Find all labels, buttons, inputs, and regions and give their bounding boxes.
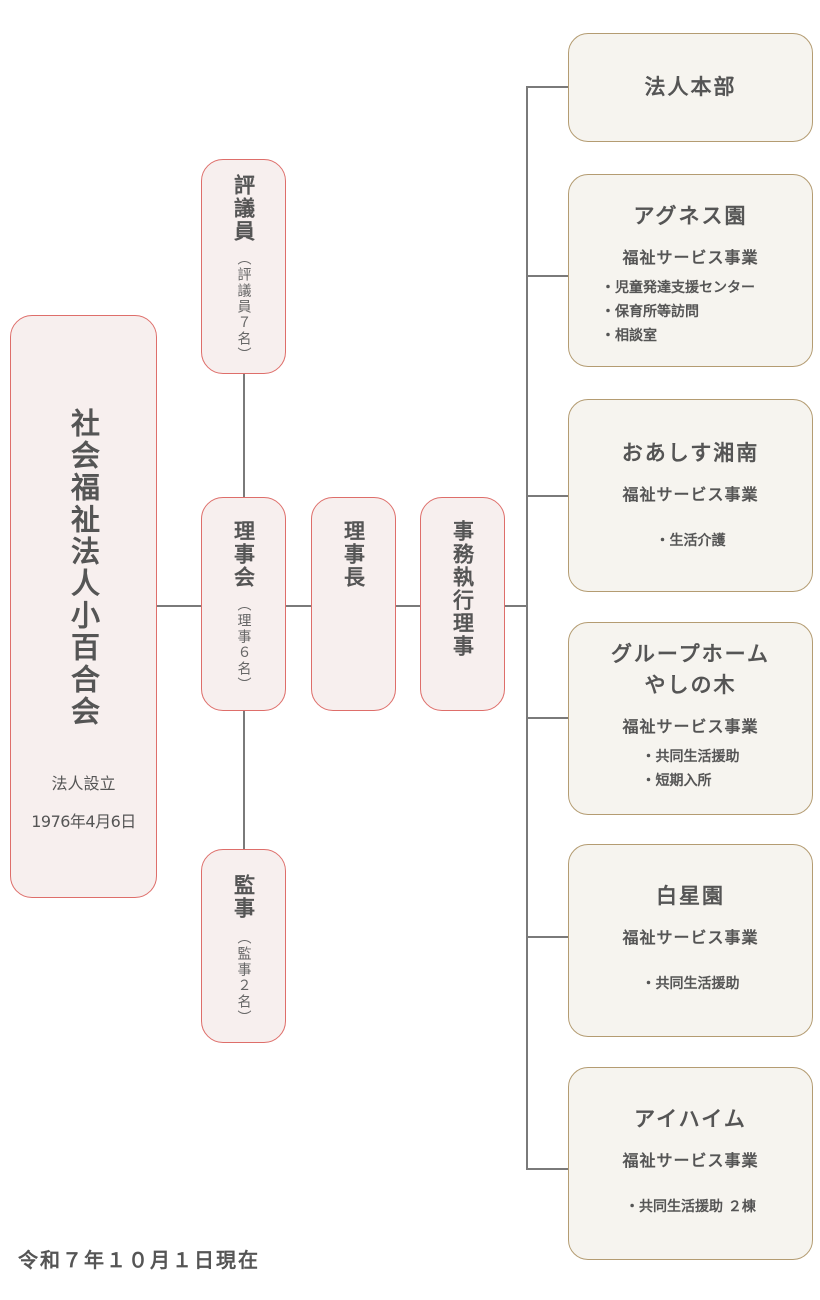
auditors-note: （監事２名） xyxy=(235,930,252,1026)
facility-category: 福祉サービス事業 xyxy=(622,928,759,947)
established-date: 1976年4月6日 xyxy=(31,812,136,831)
connector-branch-hq xyxy=(526,86,568,88)
connector-branch-aiheim xyxy=(526,1168,568,1170)
service-item: ・相談室 xyxy=(601,328,657,344)
connector-corp-to-board xyxy=(156,605,201,607)
service-item: ・児童発達支援センター xyxy=(601,280,755,296)
councilors-title: 評議員 xyxy=(231,174,256,243)
board-title: 理事会 xyxy=(231,520,256,589)
service-item: ・短期入所 xyxy=(641,773,712,789)
board-box: 理事会 （理事６名） xyxy=(201,497,286,711)
connector-board-to-chairman xyxy=(285,605,311,607)
established-label: 法人設立 xyxy=(51,774,116,793)
facility-name: アイハイム xyxy=(634,1107,747,1131)
facility-box-yashinoki: グループホーム やしの木 福祉サービス事業 ・共同生活援助 ・短期入所 xyxy=(568,622,813,815)
connector-executive-to-spine xyxy=(504,605,528,607)
auditors-box: 監事 （監事２名） xyxy=(201,849,286,1043)
facility-services: ・共同生活援助 xyxy=(642,972,740,996)
connector-branch-agnes xyxy=(526,275,568,277)
corporation-box: 社会福祉法人小百合会 法人設立 1976年4月6日 xyxy=(10,315,157,898)
facility-services: ・共同生活援助 ２棟 xyxy=(625,1195,756,1219)
facility-category: 福祉サービス事業 xyxy=(622,248,759,267)
executive-director-title: 事務執行理事 xyxy=(450,520,475,658)
chairman-box: 理事長 xyxy=(311,497,396,711)
facility-box-headquarters: 法人本部 xyxy=(568,33,813,142)
connector-branch-hakuseien xyxy=(526,936,568,938)
councilors-note: （評議員７名） xyxy=(235,251,252,363)
executive-director-box: 事務執行理事 xyxy=(420,497,505,711)
councilors-box: 評議員 （評議員７名） xyxy=(201,159,286,374)
service-item: ・共同生活援助 xyxy=(641,976,740,992)
board-note: （理事６名） xyxy=(235,597,252,693)
facility-name: おあしす湘南 xyxy=(621,441,760,465)
service-item: ・共同生活援助 xyxy=(641,749,740,765)
facility-box-aiheim: アイハイム 福祉サービス事業 ・共同生活援助 ２棟 xyxy=(568,1067,813,1260)
facility-name: アグネス園 xyxy=(633,204,748,228)
connector-branch-oasis xyxy=(526,495,568,497)
connector-councilors-to-board xyxy=(243,373,245,497)
service-item: ・生活介護 xyxy=(655,533,726,549)
connector-branch-yashinoki xyxy=(526,717,568,719)
facility-category: 福祉サービス事業 xyxy=(622,485,759,504)
facility-name: 白星園 xyxy=(656,884,725,908)
facility-category: 福祉サービス事業 xyxy=(622,717,759,736)
facility-services: ・生活介護 xyxy=(656,529,726,553)
connector-board-to-auditors xyxy=(243,710,245,849)
service-item: ・共同生活援助 ２棟 xyxy=(625,1199,756,1215)
facility-services: ・共同生活援助 ・短期入所 xyxy=(642,745,740,793)
connector-chairman-to-executive xyxy=(395,605,420,607)
facility-category: 福祉サービス事業 xyxy=(622,1151,759,1170)
chairman-title: 理事長 xyxy=(341,520,366,589)
auditors-title: 監事 xyxy=(231,874,256,920)
facility-name: グループホーム やしの木 xyxy=(610,642,771,697)
service-item: ・保育所等訪問 xyxy=(601,304,699,320)
as-of-date: 令和７年１０月１日現在 xyxy=(18,1248,260,1272)
corporation-name: 社会福祉法人小百合会 xyxy=(66,408,101,728)
connector-spine xyxy=(526,86,528,1170)
facility-name: 法人本部 xyxy=(644,75,737,99)
facility-box-hakuseien: 白星園 福祉サービス事業 ・共同生活援助 xyxy=(568,844,813,1037)
facility-services: ・児童発達支援センター ・保育所等訪問 ・相談室 xyxy=(601,276,755,348)
facility-box-oasis: おあしす湘南 福祉サービス事業 ・生活介護 xyxy=(568,399,813,592)
facility-box-agnes: アグネス園 福祉サービス事業 ・児童発達支援センター ・保育所等訪問 ・相談室 xyxy=(568,174,813,367)
